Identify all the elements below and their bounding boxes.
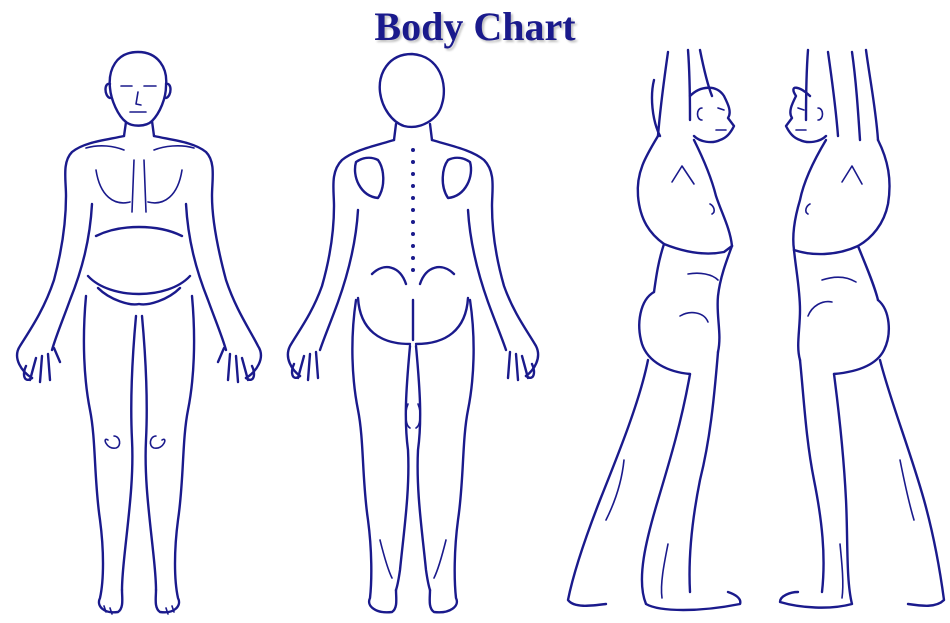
back-view-figure[interactable] — [288, 54, 538, 612]
left-side-view-figure[interactable] — [780, 50, 944, 608]
front-view-figure[interactable] — [17, 52, 261, 614]
right-side-view-figure[interactable] — [568, 50, 740, 610]
